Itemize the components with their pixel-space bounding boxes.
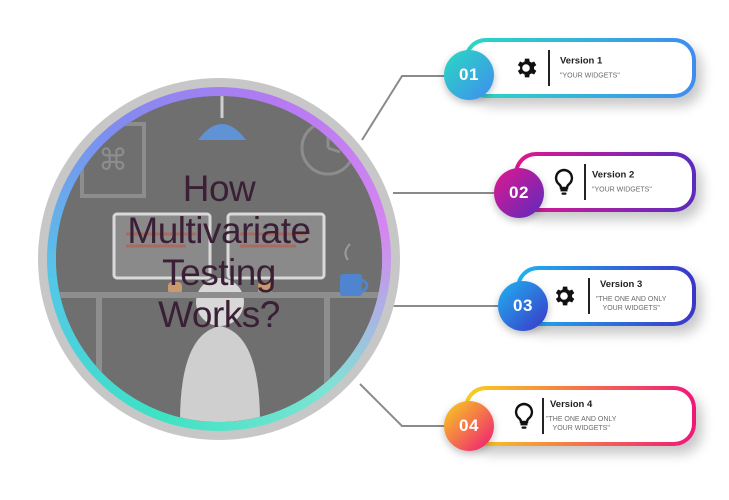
card-title: Version 3 <box>600 279 643 290</box>
card-subtitle: "THE ONE AND ONLY YOUR WIDGETS" <box>596 295 666 313</box>
lightbulb-icon <box>550 168 578 196</box>
card-divider <box>588 278 590 314</box>
card-subtitle-line-1: "THE ONE AND ONLY <box>546 416 617 423</box>
card-text: Version 3 "THE ONE AND ONLY YOUR WIDGETS… <box>596 279 666 313</box>
number-badge-02: 02 <box>494 168 544 218</box>
card-divider <box>548 50 550 86</box>
number-badge-01: 01 <box>444 50 494 100</box>
card-subtitle-line-2: YOUR WIDGETS" <box>552 425 610 432</box>
gear-icon <box>512 54 540 82</box>
card-divider <box>584 164 586 200</box>
gear-icon <box>550 282 578 310</box>
card-title: Version 1 <box>560 55 603 67</box>
card-text: Version 2 "YOUR WIDGETS" <box>592 170 652 195</box>
card-subtitle-line-1: "THE ONE AND ONLY <box>596 296 667 303</box>
version-card-1: Version 1 "YOUR WIDGETS" <box>464 38 696 98</box>
workspace-illustration: ⌘ <box>56 96 382 422</box>
lightbulb-icon <box>510 402 538 430</box>
headline-line-2: Multivariate <box>127 210 311 251</box>
headline-line-3: Testing <box>162 252 276 293</box>
version-card-2: Version 2 "YOUR WIDGETS" <box>514 152 696 212</box>
version-card-4: Version 4 "THE ONE AND ONLY YOUR WIDGETS… <box>464 386 696 446</box>
card-divider <box>542 398 544 434</box>
card-text: Version 4 "THE ONE AND ONLY YOUR WIDGETS… <box>546 399 616 433</box>
headline-line-1: How <box>182 168 256 209</box>
number-badge-04: 04 <box>444 401 494 451</box>
card-text: Version 1 "YOUR WIDGETS" <box>560 56 620 81</box>
card-subtitle-line-2: YOUR WIDGETS" <box>602 305 660 312</box>
headline-line-4: Works? <box>158 294 280 335</box>
card-subtitle: "YOUR WIDGETS" <box>592 186 652 194</box>
headline: How Multivariate Testing Works? <box>56 168 382 336</box>
svg-text:⌘: ⌘ <box>98 143 128 178</box>
version-card-3: Version 3 "THE ONE AND ONLY YOUR WIDGETS… <box>516 266 696 326</box>
card-title: Version 2 <box>592 169 635 181</box>
card-title: Version 4 <box>550 399 593 410</box>
number-badge-03: 03 <box>498 281 548 331</box>
card-subtitle: "YOUR WIDGETS" <box>560 72 620 80</box>
card-subtitle: "THE ONE AND ONLY YOUR WIDGETS" <box>546 415 616 433</box>
